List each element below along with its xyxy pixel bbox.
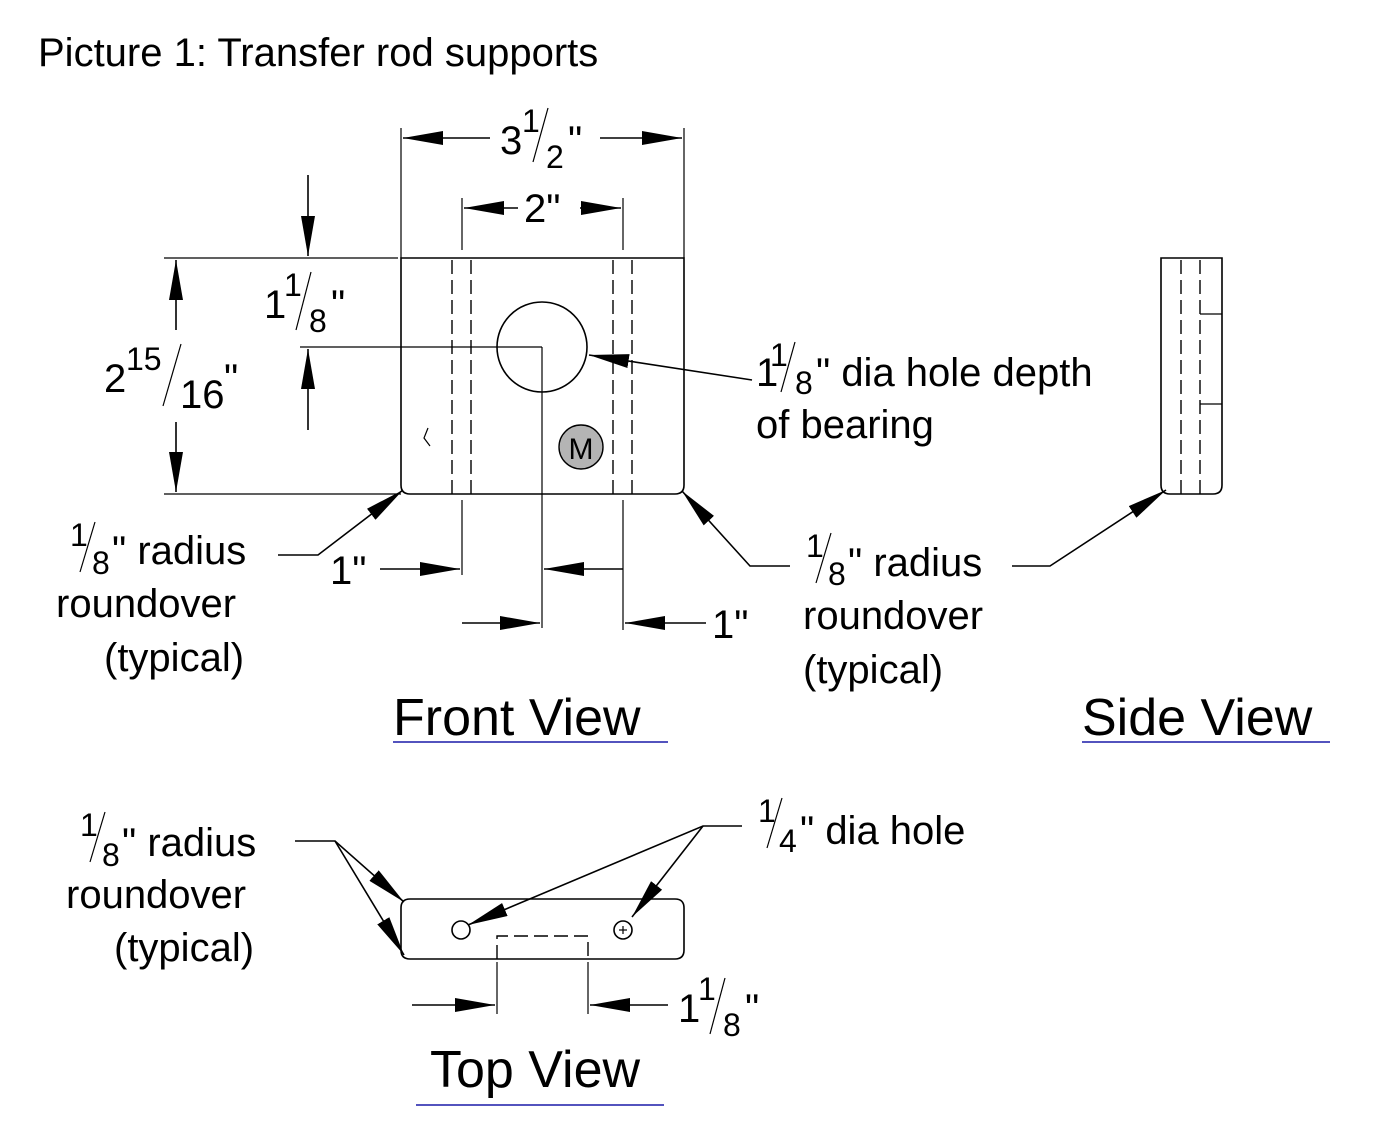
- dimension-text: 1: [80, 807, 98, 843]
- marker-label: M: [569, 433, 594, 466]
- callout-bearing-hole: 1 1 8 " dia hole depth of bearing: [588, 337, 1093, 447]
- dimension-text: ": [224, 357, 238, 401]
- dimension-text: 1: [522, 103, 540, 139]
- dimension-text: 1: [770, 337, 788, 373]
- dimension-text: (typical): [104, 636, 244, 680]
- callout-roundover-front-right: 1 8 " radius roundover (typical): [681, 490, 983, 692]
- dimension-text: 3: [500, 119, 522, 163]
- dimension-text: 2": [524, 187, 560, 231]
- top-view-hidden-slot: [496, 935, 589, 959]
- dimension-text: 1: [678, 987, 700, 1031]
- small-hole-left: [451, 920, 471, 940]
- dimension-text: " radius: [112, 529, 246, 573]
- dimension-text: 8: [92, 545, 110, 581]
- top-view-outline: [400, 898, 685, 960]
- front-view: M: [300, 257, 685, 628]
- dimension-text: 8: [723, 1007, 741, 1043]
- dimension-text: (typical): [114, 926, 254, 970]
- dim-overall-height: 2 15 16 ": [104, 257, 401, 495]
- dimension-text: 2: [546, 139, 564, 175]
- dimension-text: 1": [712, 603, 748, 647]
- dimension-text: 1: [806, 528, 824, 564]
- dimension-text: 1: [264, 283, 286, 327]
- dimension-text: " dia hole: [800, 809, 965, 853]
- dimension-text: 4: [779, 823, 797, 859]
- dimension-text: 8: [795, 365, 813, 401]
- dimension-text: 2: [104, 357, 126, 401]
- dim-left-offset: 1": [330, 500, 624, 630]
- dim-hole-spacing: 2": [461, 187, 624, 250]
- side-view: [1160, 257, 1223, 495]
- dimension-text: roundover: [803, 594, 983, 638]
- drawing-title: Picture 1: Transfer rod supports: [38, 31, 598, 75]
- callout-roundover-front-left: 1 8 " radius roundover (typical): [56, 489, 404, 680]
- dimension-text: 15: [126, 341, 162, 377]
- top-view: [400, 898, 685, 960]
- callout-small-hole: 1 4 " dia hole: [467, 793, 965, 926]
- dimension-text: 1: [698, 971, 716, 1007]
- dimension-text: (typical): [803, 648, 943, 692]
- dimension-text: ": [331, 283, 345, 327]
- top-view-label: Top View: [430, 1041, 641, 1099]
- dimension-text: 1: [756, 351, 778, 395]
- dimension-text: " dia hole depth: [816, 351, 1093, 395]
- side-view-outline: [1160, 257, 1223, 495]
- callout-roundover-side: [1012, 489, 1167, 567]
- dimension-text: " radius: [122, 821, 256, 865]
- side-view-label: Side View: [1082, 689, 1313, 747]
- front-view-outline: [400, 257, 685, 495]
- dimension-text: ": [745, 987, 759, 1031]
- small-tick-mark: [423, 427, 431, 447]
- dimension-text: 1: [70, 517, 88, 553]
- dimension-text: ": [568, 119, 582, 163]
- dimension-text: " radius: [848, 541, 982, 585]
- dimension-text: roundover: [66, 873, 246, 917]
- dimension-text: 8: [828, 556, 846, 592]
- dimension-text: of bearing: [756, 403, 934, 447]
- callout-roundover-top: 1 8 " radius roundover (typical): [66, 807, 405, 970]
- dimension-text: 1": [330, 549, 366, 593]
- dimension-text: 1: [284, 267, 302, 303]
- small-hole-right: [613, 920, 633, 940]
- marker-circle: [558, 424, 604, 470]
- dim-hole-center-height: 1 1 8 ": [264, 175, 398, 430]
- dimension-text: 8: [309, 303, 327, 339]
- front-view-label: Front View: [393, 689, 641, 747]
- dim-right-offset: 1": [462, 603, 748, 647]
- dim-top-slot-width: 1 1 8 ": [412, 962, 759, 1043]
- dimension-text: 8: [102, 837, 120, 873]
- dimension-text: roundover: [56, 582, 236, 626]
- dim-overall-width: 3 1 2 ": [400, 103, 685, 258]
- dimension-text: 16: [180, 373, 225, 417]
- dimension-text: 1: [758, 793, 776, 829]
